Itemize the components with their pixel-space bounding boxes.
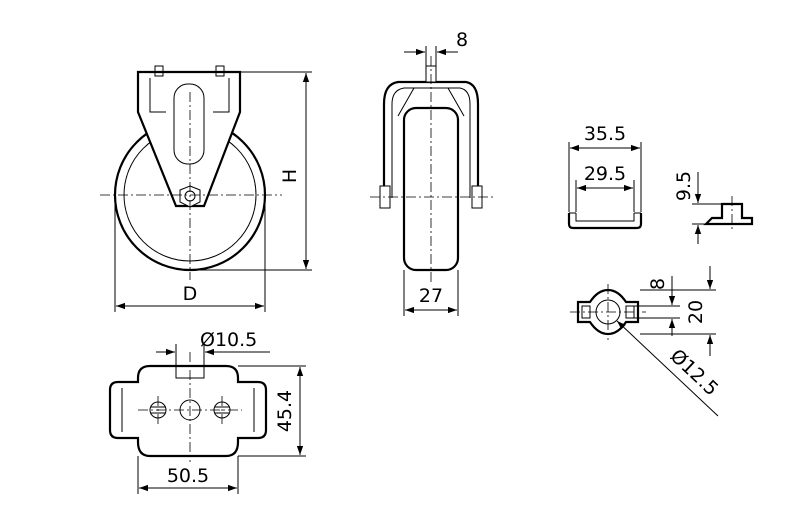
fork-tab-left xyxy=(154,65,164,77)
fork-slot xyxy=(173,83,205,165)
fork-ribs xyxy=(397,87,465,117)
front-view: 8 27 xyxy=(370,29,494,316)
dim-slot-width: 8 xyxy=(647,278,669,290)
bracket-detail: 35.5 29.5 xyxy=(567,123,643,230)
bracket-inner xyxy=(575,213,635,222)
dim-wheel-diameter: D xyxy=(183,283,198,305)
fork-tab-right xyxy=(215,65,225,77)
dim-bracket-inner: 29.5 xyxy=(584,163,626,185)
dim-overall-height: H xyxy=(279,169,301,183)
profile-shape xyxy=(703,202,754,226)
dim-wheel-width: 27 xyxy=(419,285,443,307)
dim-bolt-hole: Ø10.5 xyxy=(200,329,257,351)
dim-bracket-outer: 35.5 xyxy=(584,123,626,145)
mounting-plate xyxy=(108,364,268,458)
dim-bracket-height: 9.5 xyxy=(673,171,695,201)
plate-view: Ø10.5 50.5 45.4 xyxy=(108,329,306,494)
dim-axle-width: 8 xyxy=(456,29,468,51)
bracket-outer xyxy=(567,213,643,230)
profile-detail: 9.5 xyxy=(673,171,754,244)
fork-inner xyxy=(391,87,471,198)
fork-flanges xyxy=(149,78,230,113)
dim-plate-depth: 45.4 xyxy=(274,390,296,432)
side-view: D H xyxy=(100,65,312,312)
dim-slot-length: 20 xyxy=(685,300,707,324)
hole-detail: 8 20 Ø12.5 xyxy=(570,266,723,417)
dim-plate-width: 50.5 xyxy=(167,465,209,487)
dim-center-hole: Ø12.5 xyxy=(666,345,723,400)
